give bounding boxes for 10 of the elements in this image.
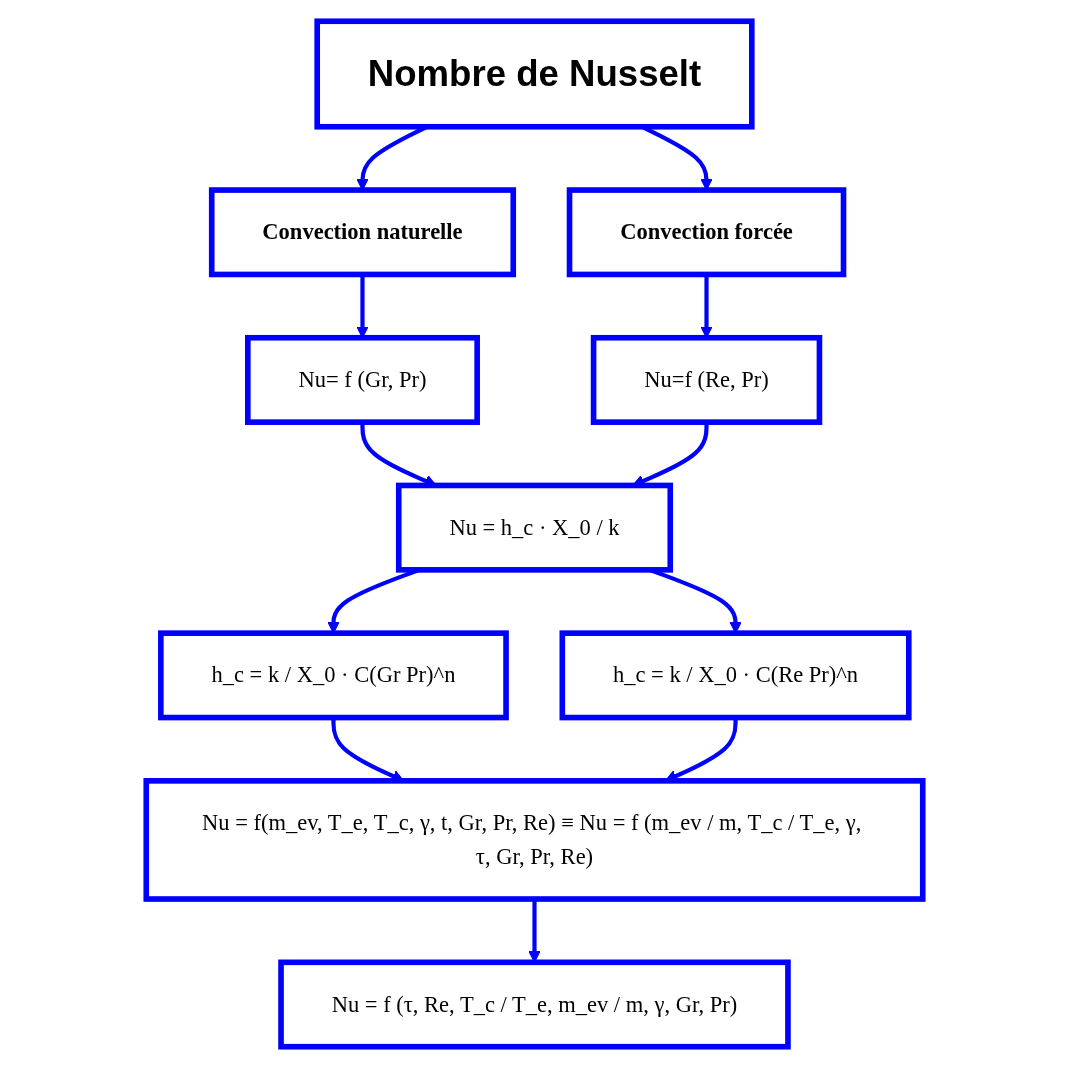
node-box: h_c = k / X_0 · C(Gr Pr)^n — [158, 630, 509, 721]
node-box: Nu = f(m_ev, T_e, T_c, γ, t, Gr, Pr, Re) ≡ Nu = f (m_ev / m, T_c / T_e, γ, τ, Gr, Pr, Re) — [143, 778, 926, 902]
node-box: Nu = h_c · X_0 / k — [395, 482, 674, 573]
node-box: Convection forcée — [566, 187, 847, 278]
node-box: Convection naturelle — [208, 187, 517, 278]
node-box: Nombre de Nusselt — [314, 18, 755, 130]
node-box: Nu = f (τ, Re, T_c / T_e, m_ev / m, γ, Gr, Pr) — [278, 959, 791, 1050]
node-box: Nu= f (Gr, Pr) — [245, 334, 480, 425]
node-box: Nu=f (Re, Pr) — [590, 334, 823, 425]
node-box: h_c = k / X_0 · C(Re Pr)^n — [559, 630, 912, 721]
